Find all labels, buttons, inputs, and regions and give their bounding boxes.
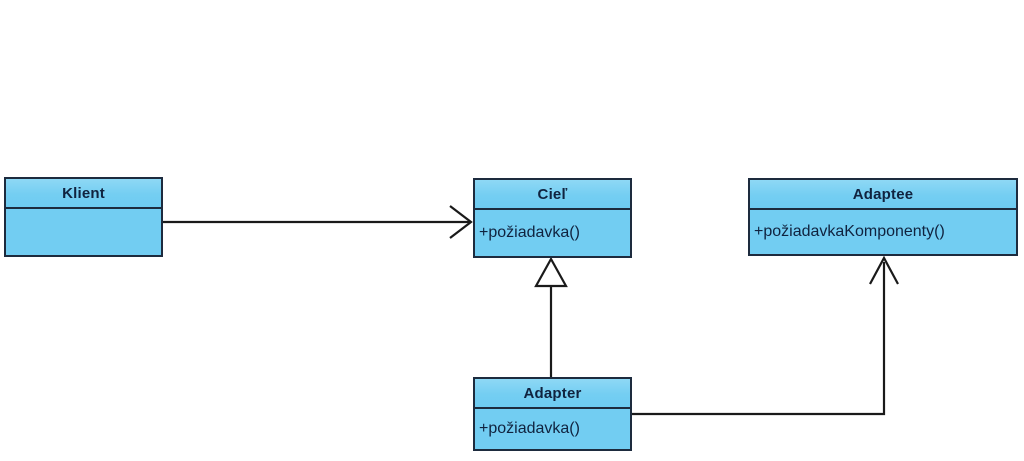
- uml-class-name-adapter: Adapter: [475, 379, 630, 409]
- uml-class-klient[interactable]: Klient: [4, 177, 163, 257]
- uml-class-adaptee[interactable]: Adaptee +požiadavkaKomponenty(): [748, 178, 1018, 256]
- relation-adapter-to-ciel: [534, 256, 568, 377]
- relation-line: [632, 262, 886, 416]
- uml-class-members-klient: [6, 209, 161, 255]
- uml-class-adapter[interactable]: Adapter +požiadavka(): [473, 377, 632, 451]
- hollow-triangle-arrowhead-icon: [534, 256, 568, 288]
- uml-class-name-ciel: Cieľ: [475, 180, 630, 210]
- uml-class-name-klient: Klient: [6, 179, 161, 209]
- open-arrowhead-icon: [869, 255, 899, 285]
- uml-class-name-adaptee: Adaptee: [750, 180, 1016, 210]
- relation-adapter-to-adaptee: [632, 255, 899, 416]
- uml-class-member-ciel-pozadavka: +požiadavka(): [475, 210, 630, 256]
- uml-class-ciel[interactable]: Cieľ +požiadavka(): [473, 178, 632, 258]
- uml-class-member-adapter-pozadavka: +požiadavka(): [475, 409, 630, 449]
- relation-klient-to-ciel: [163, 205, 473, 239]
- uml-class-member-adaptee-pozadavkakomponenty: +požiadavkaKomponenty(): [750, 210, 1016, 254]
- open-arrowhead-icon: [449, 205, 473, 239]
